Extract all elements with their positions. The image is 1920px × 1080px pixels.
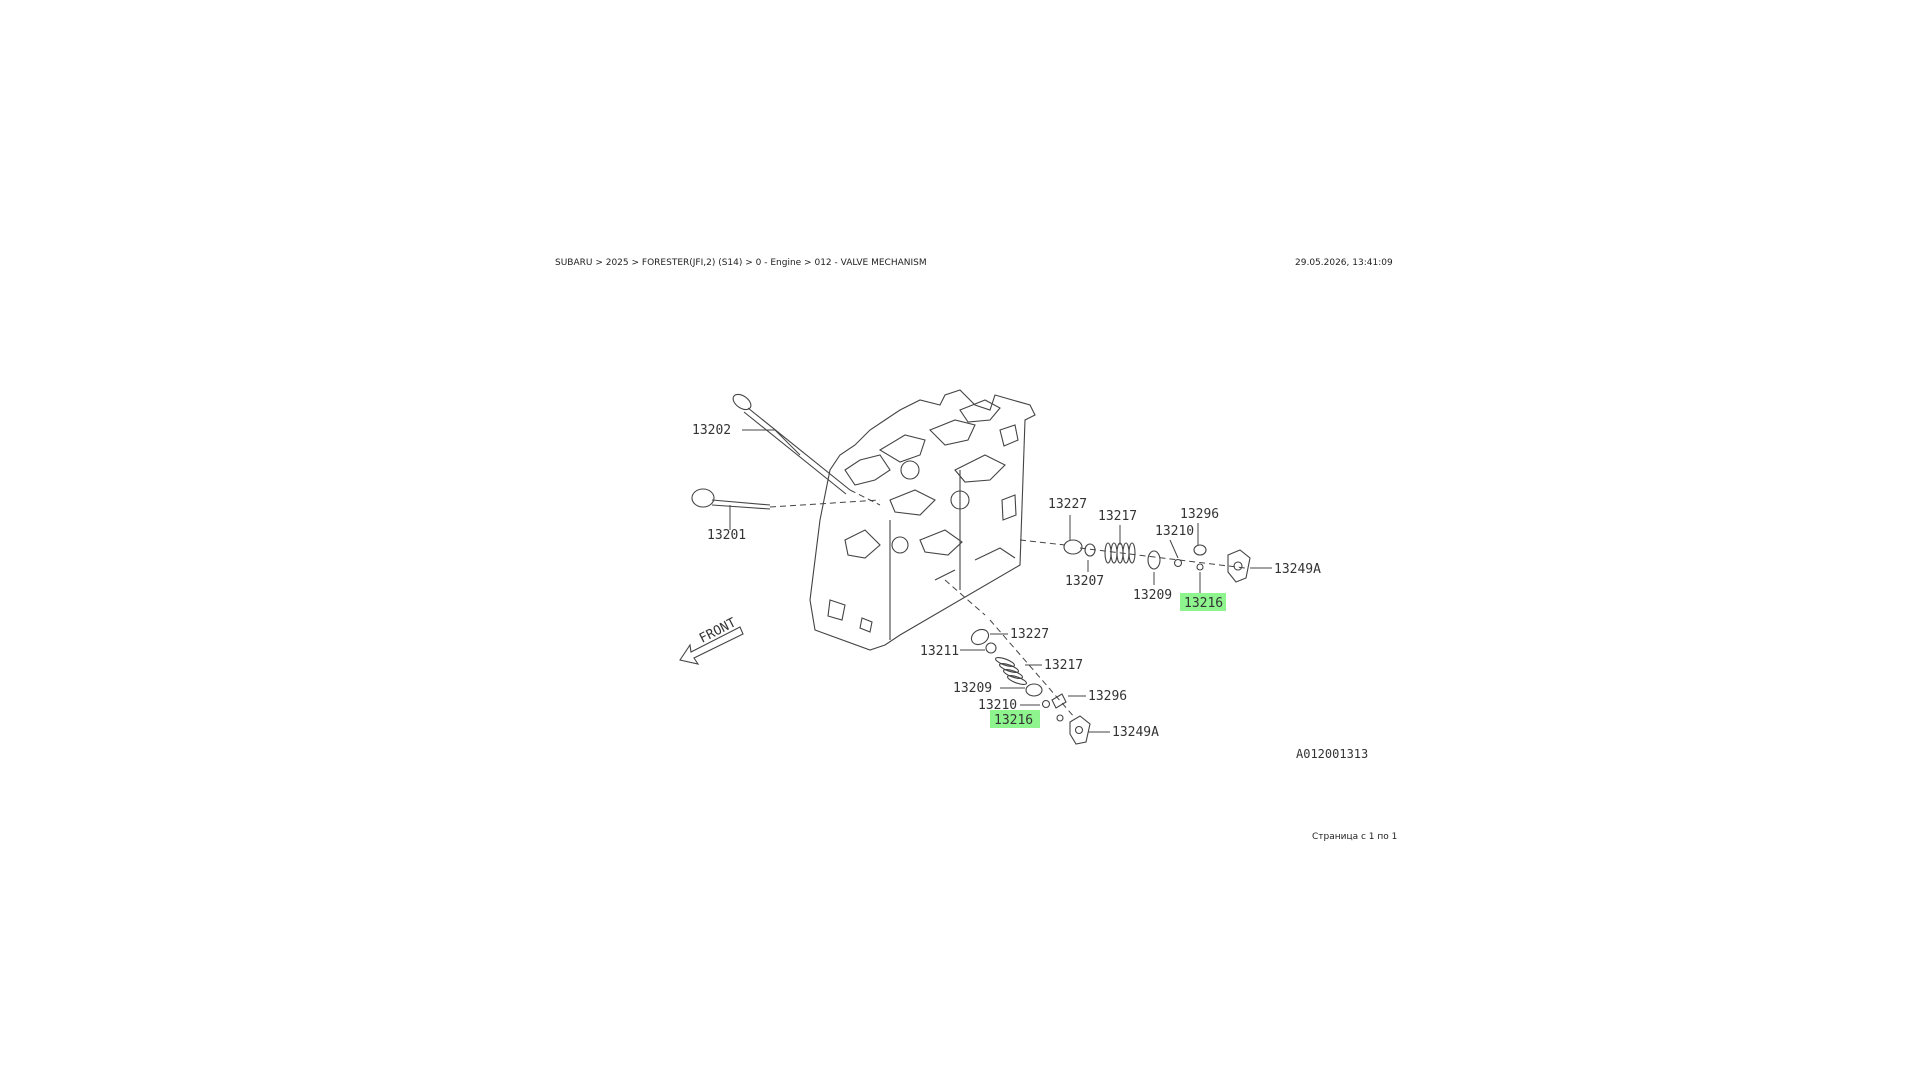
callout-13201[interactable]: 13201 bbox=[707, 528, 746, 543]
callout-13209-bottom[interactable]: 13209 bbox=[953, 681, 992, 696]
callout-13227-top[interactable]: 13227 bbox=[1048, 497, 1087, 512]
page-info: Страница с 1 по 1 bbox=[1312, 832, 1398, 842]
upper-valve-spring-stack bbox=[1063, 539, 1251, 583]
callout-13249a-top[interactable]: 13249A bbox=[1274, 562, 1321, 577]
valve-13201 bbox=[691, 488, 771, 510]
callout-13211[interactable]: 13211 bbox=[920, 644, 959, 659]
cylinder-head-drawing bbox=[809, 389, 1036, 651]
callout-13249a-bottom[interactable]: 13249A bbox=[1112, 725, 1159, 740]
callout-13227-bottom[interactable]: 13227 bbox=[1010, 627, 1049, 642]
highlight-13216-bottom bbox=[990, 710, 1040, 728]
front-label: FRONT bbox=[697, 615, 739, 646]
callout-13210-top[interactable]: 13210 bbox=[1155, 524, 1194, 539]
callout-13210-bottom[interactable]: 13210 bbox=[978, 698, 1017, 713]
front-arrow-icon: FRONT bbox=[679, 615, 744, 665]
callout-13216-bottom[interactable]: 13216 bbox=[994, 713, 1033, 728]
callout-13216-top[interactable]: 13216 bbox=[1184, 596, 1223, 611]
callout-13202[interactable]: 13202 bbox=[692, 423, 731, 438]
figure-code: A012001313 bbox=[1296, 747, 1368, 761]
callout-13296-bottom[interactable]: 13296 bbox=[1088, 689, 1127, 704]
callout-13217-top[interactable]: 13217 bbox=[1098, 509, 1137, 524]
valve-13202 bbox=[732, 393, 851, 495]
callout-13207[interactable]: 13207 bbox=[1065, 574, 1104, 589]
highlight-13216-top bbox=[1180, 593, 1226, 611]
breadcrumb: SUBARU > 2025 > FORESTER(JFI,2) (S14) > … bbox=[555, 258, 927, 268]
timestamp: 29.05.2026, 13:41:09 bbox=[1295, 258, 1393, 268]
callout-13209-top[interactable]: 13209 bbox=[1133, 588, 1172, 603]
lower-valve-spring-stack bbox=[970, 628, 1091, 745]
callout-13296-top[interactable]: 13296 bbox=[1180, 507, 1219, 522]
callout-13217-bottom[interactable]: 13217 bbox=[1044, 658, 1083, 673]
leader-lines bbox=[729, 429, 1272, 733]
